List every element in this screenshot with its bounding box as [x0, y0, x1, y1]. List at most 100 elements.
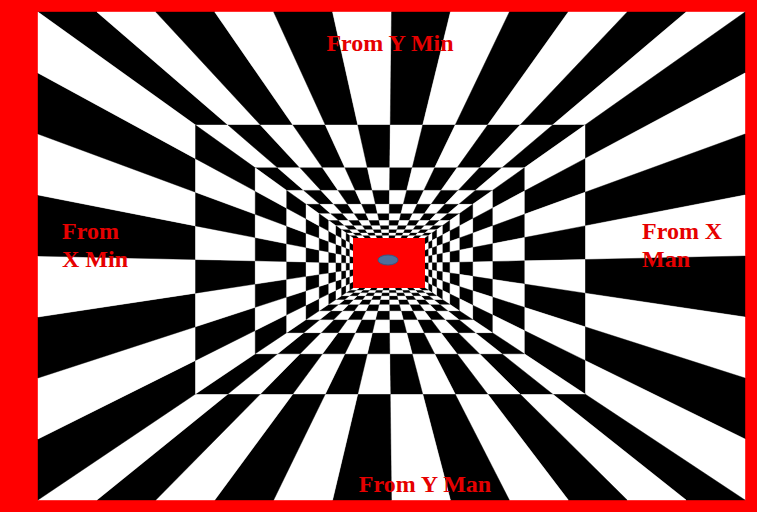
checker-tile — [389, 221, 399, 226]
checker-tile — [255, 168, 286, 208]
checker-tile — [346, 255, 350, 263]
checker-tile — [38, 12, 196, 159]
checker-tile — [389, 304, 401, 310]
checker-tile — [358, 125, 390, 168]
checker-tile — [375, 311, 389, 320]
checker-tile — [389, 290, 396, 293]
checker-tile — [437, 244, 443, 254]
checker-tile — [319, 273, 329, 287]
checker-tile — [287, 190, 306, 218]
checker-tile — [350, 256, 353, 263]
checker-tile — [383, 288, 390, 290]
checker-tile — [333, 12, 392, 125]
checker-tile — [425, 243, 428, 251]
checker-tile — [390, 354, 423, 394]
checker-tile — [396, 293, 405, 296]
checker-tile — [342, 255, 347, 263]
checker-tile — [255, 261, 286, 284]
checker-tile — [389, 236, 396, 238]
checker-tile — [287, 276, 306, 297]
checker-tile — [319, 250, 329, 262]
checker-tile — [350, 263, 353, 270]
checker-tile — [382, 233, 389, 236]
checker-tile — [196, 260, 256, 294]
checker-tile — [346, 263, 350, 270]
checker-tile — [450, 250, 460, 262]
checker-tile — [437, 263, 443, 272]
checker-tile — [350, 236, 353, 244]
checker-tile — [450, 262, 460, 274]
checker-tile — [492, 238, 524, 262]
checker-tile — [372, 190, 389, 204]
checker-tile — [381, 293, 389, 296]
checker-tile — [366, 214, 379, 221]
checker-tile — [350, 276, 353, 284]
checker-tile — [346, 270, 350, 278]
checker-tile — [395, 288, 402, 290]
checker-tile — [379, 299, 389, 304]
checker-tile — [389, 311, 403, 320]
checker-tile — [381, 230, 389, 233]
checker-tile — [329, 262, 336, 272]
checker-tile — [346, 233, 350, 242]
checker-tile — [380, 296, 389, 300]
checker-tile — [371, 226, 381, 230]
checker-tile — [399, 304, 412, 310]
direction-label: From X Man — [642, 218, 742, 273]
checker-tile — [350, 269, 353, 276]
tunnel-end — [353, 238, 425, 288]
checker-tile — [442, 262, 449, 272]
checker-tile — [382, 290, 389, 293]
checker-tile — [389, 288, 396, 290]
checker-tile — [428, 248, 432, 256]
checker-tile — [319, 214, 329, 231]
checker-tile — [306, 274, 319, 290]
checker-tile — [319, 262, 329, 274]
checker-tile — [389, 299, 399, 304]
checker-tile — [336, 263, 342, 272]
checker-tile — [459, 262, 472, 276]
checker-tile — [369, 221, 380, 226]
checker-tile — [432, 263, 437, 271]
checker-tile — [196, 125, 256, 191]
checker-tile — [342, 270, 347, 279]
checker-tile — [306, 262, 319, 276]
checker-tile — [442, 242, 449, 254]
checker-tile — [336, 271, 342, 281]
checker-tile — [397, 296, 407, 300]
checker-tile — [376, 236, 383, 238]
checker-tile — [336, 253, 342, 262]
checker-tile — [389, 293, 397, 296]
direction-label: From Y Man — [320, 471, 530, 499]
checker-tile — [437, 253, 443, 262]
tunnel-ground — [38, 12, 745, 500]
checker-tile — [383, 236, 390, 238]
checker-tile — [329, 221, 336, 235]
checker-tile — [380, 226, 389, 230]
checker-tile — [459, 233, 472, 250]
checker-tile — [287, 262, 306, 280]
direction-label: From Y Min — [290, 30, 490, 58]
checker-tile — [390, 333, 413, 354]
checker-tile — [401, 288, 409, 290]
checker-tile — [389, 296, 398, 300]
checker-tile — [367, 168, 389, 191]
checker-tile — [362, 204, 378, 213]
checker-tile — [329, 272, 336, 284]
checker-walls — [38, 12, 745, 500]
checker-tile — [329, 252, 336, 263]
checker-tile — [425, 249, 428, 256]
checker-tile — [389, 233, 396, 236]
checker-tile — [378, 214, 390, 221]
checker-tile — [442, 252, 449, 263]
checker-tile — [401, 311, 417, 320]
blue-dot — [378, 255, 398, 265]
checker-tile — [336, 226, 342, 238]
checker-tile — [398, 299, 409, 304]
checker-tile — [428, 255, 432, 263]
checker-tile — [425, 263, 428, 270]
checker-tile — [524, 226, 585, 261]
checker-tile — [396, 290, 404, 293]
checker-tile — [432, 246, 437, 255]
